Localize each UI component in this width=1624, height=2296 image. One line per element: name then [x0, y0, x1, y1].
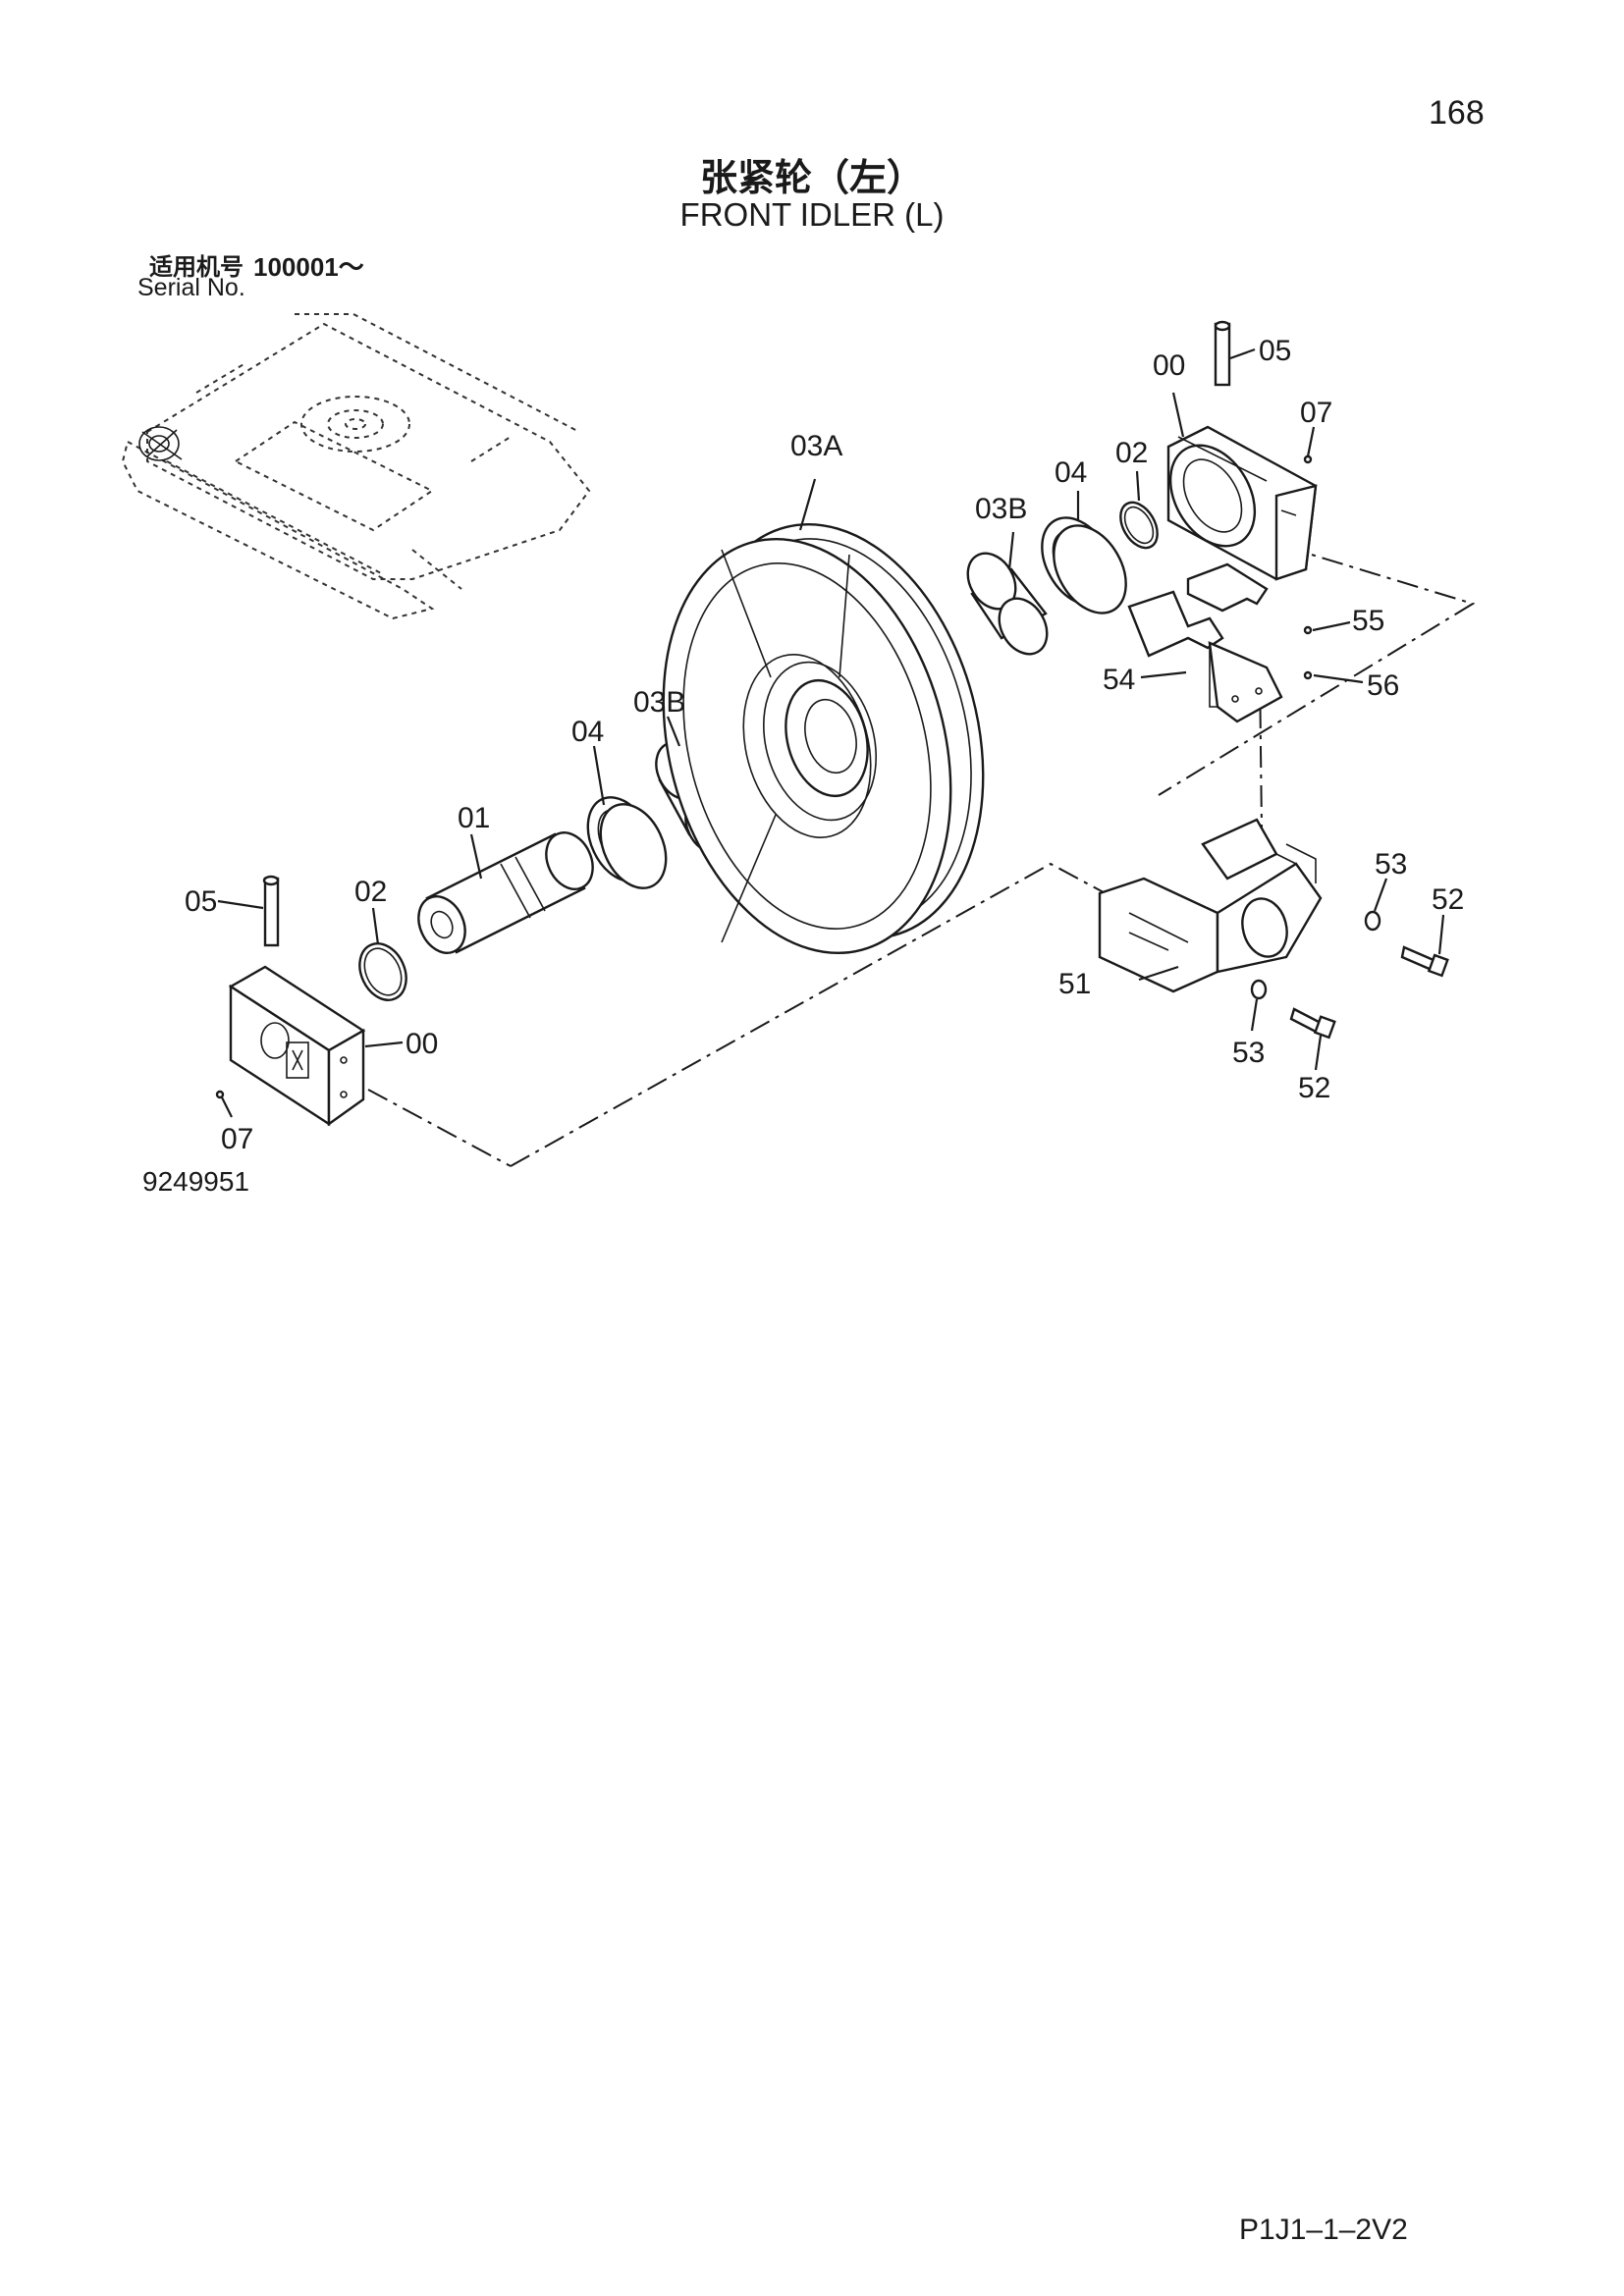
callout-54: 54	[1103, 664, 1135, 696]
seal-part-04-mid	[586, 796, 668, 889]
page-title-zh: 张紧轮（左）	[699, 156, 924, 199]
callout-00-top: 00	[1153, 349, 1185, 382]
callout-03b-mid: 03B	[633, 686, 685, 719]
washer-part-53-bottom	[1250, 979, 1268, 1000]
shaft-part-01	[417, 831, 594, 954]
page-number: 168	[1429, 94, 1485, 132]
o-ring-part-02-top	[1119, 501, 1159, 550]
callout-03a: 03A	[790, 430, 842, 462]
pin-part-05-top	[1214, 320, 1231, 387]
callout-56: 56	[1367, 669, 1399, 702]
serial-label-zh: 适用机号	[149, 253, 244, 281]
washer-part-53-right	[1364, 910, 1381, 932]
bushing-part-03b-top	[966, 552, 1049, 656]
o-ring-part-02-left	[358, 942, 407, 1001]
callout-51: 51	[1058, 968, 1091, 1000]
page-code: P1J1–1–2V2	[1239, 2214, 1408, 2246]
page-title-en: FRONT IDLER (L)	[679, 196, 945, 233]
callout-04-top: 04	[1055, 456, 1087, 489]
callout-07-left: 07	[221, 1123, 253, 1155]
callout-03b-top: 03B	[975, 493, 1027, 525]
callout-01: 01	[458, 802, 490, 834]
callout-55: 55	[1352, 605, 1384, 637]
bearing-block-part-00-left	[228, 965, 366, 1127]
bolt-parts-55-56	[1303, 625, 1313, 680]
callout-53-right: 53	[1375, 848, 1407, 881]
undercarriage-overview-sketch	[121, 313, 591, 620]
assembly-center-lines	[367, 534, 1476, 1167]
callout-02-left: 02	[354, 876, 387, 908]
idler-wheel-part-03a	[662, 522, 985, 955]
callout-05-top: 05	[1259, 335, 1291, 367]
callout-52-right: 52	[1432, 883, 1464, 916]
bolt-part-52-right	[1400, 945, 1449, 978]
callout-53-bottom: 53	[1232, 1037, 1265, 1069]
leader-lines	[217, 347, 1445, 1118]
callout-52-bottom: 52	[1298, 1072, 1330, 1104]
callout-04-mid: 04	[571, 716, 604, 748]
callout-00-left: 00	[406, 1028, 438, 1060]
callout-05-left: 05	[185, 885, 217, 918]
bracket-part-51	[1098, 818, 1323, 993]
callout-02-top: 02	[1115, 437, 1148, 469]
drawing-number: 9249951	[142, 1166, 250, 1197]
callout-07-top: 07	[1300, 397, 1332, 429]
bolt-part-52-bottom	[1289, 1007, 1336, 1040]
seal-part-04-top	[1041, 516, 1127, 614]
bearing-block-part-00-top	[1166, 425, 1318, 581]
grease-fitting-part-07-top	[1303, 454, 1313, 464]
guard-plate-part-54	[1127, 562, 1283, 723]
serial-value: 100001～	[253, 252, 364, 282]
grease-fitting-part-07-left	[215, 1090, 225, 1099]
pin-part-05-left	[262, 875, 280, 947]
serial-label-en: Serial No.	[137, 274, 245, 301]
callout-labels: 05 00 07 03A 04 02 03B 55 56 54 04 03B 0…	[185, 335, 1464, 1155]
